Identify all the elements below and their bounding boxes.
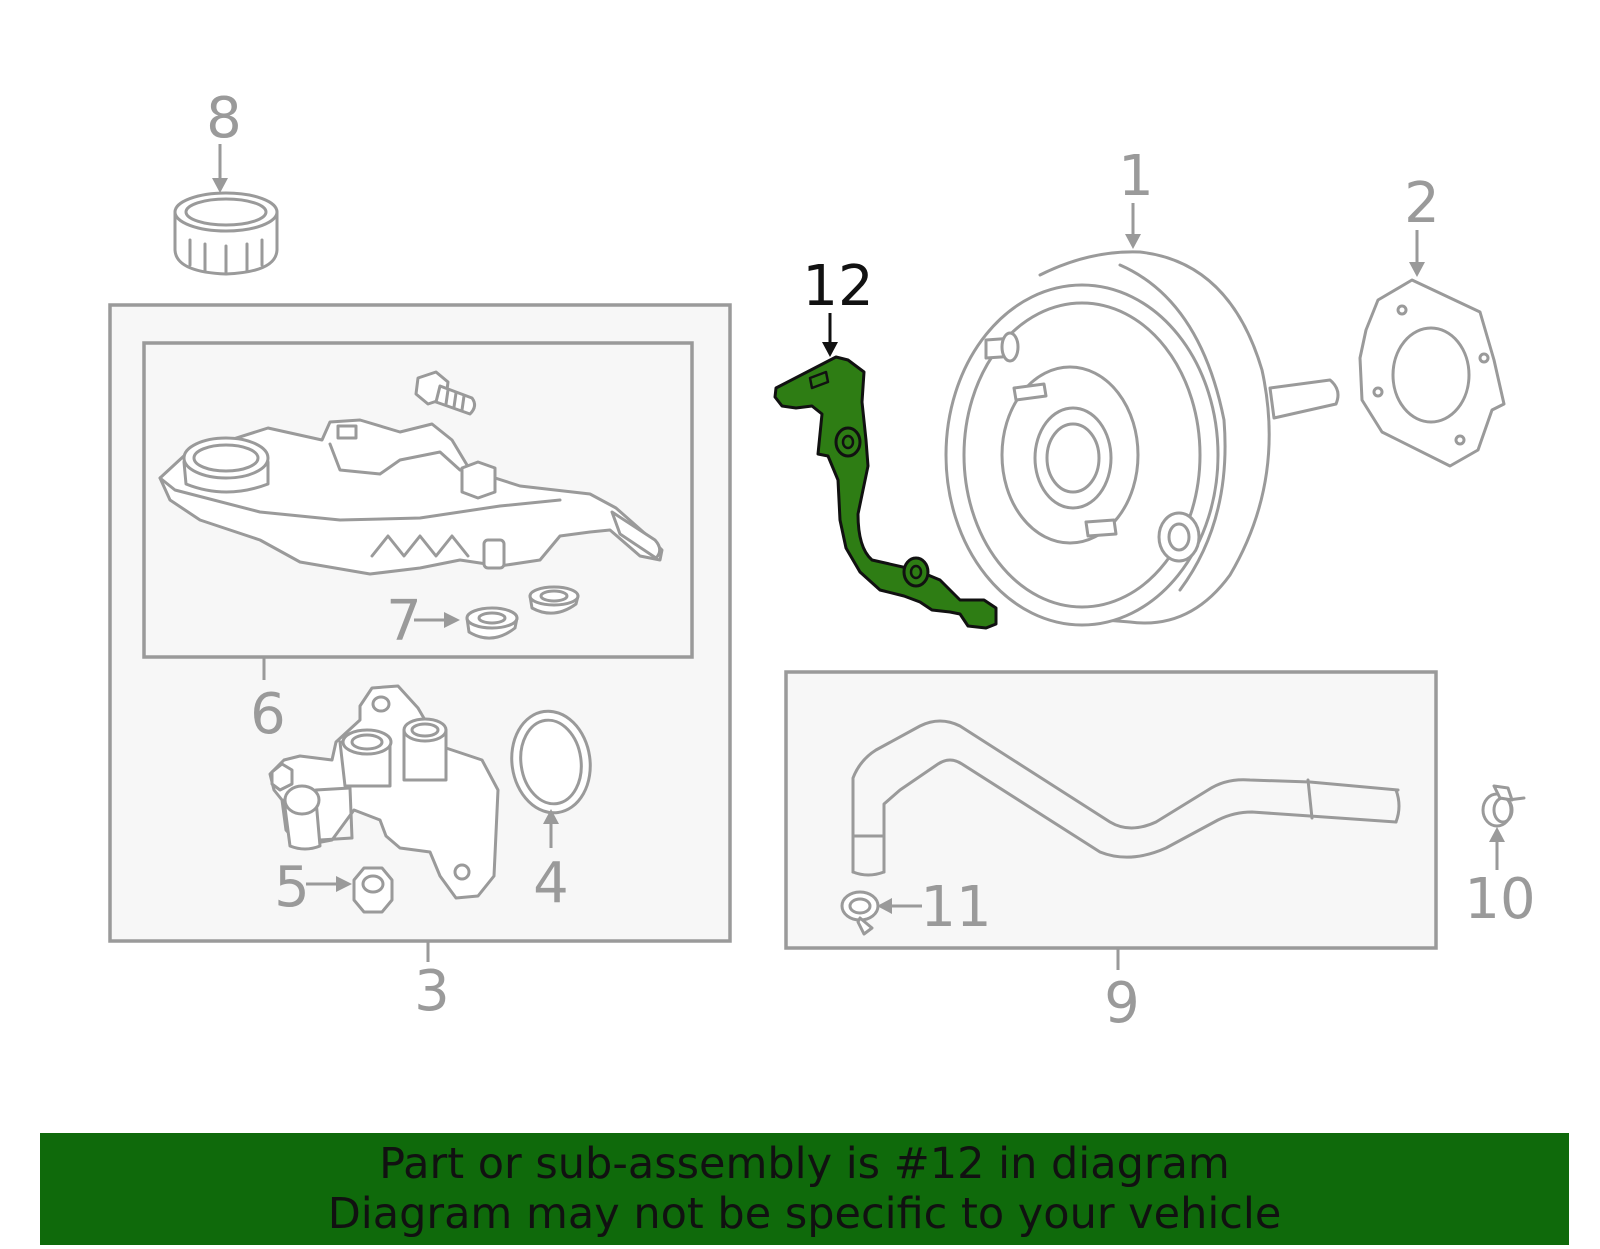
- callout-4: 4: [533, 851, 569, 916]
- callout-2: 2: [1404, 171, 1440, 236]
- part-9-vacuum-hose[interactable]: [851, 719, 1401, 877]
- leader-lines: [212, 144, 1505, 970]
- part-8-reservoir-cap[interactable]: [173, 191, 279, 276]
- callout-12: 12: [802, 254, 873, 319]
- info-banner: Part or sub-assembly is #12 in diagram D…: [40, 1133, 1569, 1245]
- part-3-master-cylinder[interactable]: [268, 684, 500, 900]
- callout-11: 11: [920, 875, 991, 940]
- callout-5: 5: [274, 855, 310, 920]
- callout-8: 8: [206, 86, 242, 151]
- callout-6: 6: [250, 682, 286, 747]
- part-4-o-ring[interactable]: [505, 706, 596, 818]
- callout-1: 1: [1118, 144, 1154, 209]
- part-5-nut[interactable]: [352, 866, 394, 914]
- part-6-reservoir[interactable]: [158, 418, 664, 576]
- banner-line-2: Diagram may not be specific to your vehi…: [327, 1189, 1282, 1239]
- banner-line-1: Part or sub-assembly is #12 in diagram: [379, 1139, 1230, 1189]
- callout-9: 9: [1104, 971, 1140, 1036]
- bolt[interactable]: [414, 370, 477, 416]
- callout-3: 3: [414, 959, 450, 1024]
- part-12-bracket[interactable]: [773, 355, 998, 630]
- assembly-box-9: [784, 670, 1438, 950]
- part-1-brake-booster[interactable]: [944, 250, 1340, 627]
- callout-7: 7: [386, 589, 422, 654]
- part-10-clip[interactable]: [1481, 784, 1526, 828]
- part-7-grommets[interactable]: [465, 585, 580, 640]
- callout-10: 10: [1464, 867, 1535, 932]
- part-2-gasket[interactable]: [1358, 278, 1506, 468]
- part-11-hose-clamp[interactable]: [840, 890, 880, 936]
